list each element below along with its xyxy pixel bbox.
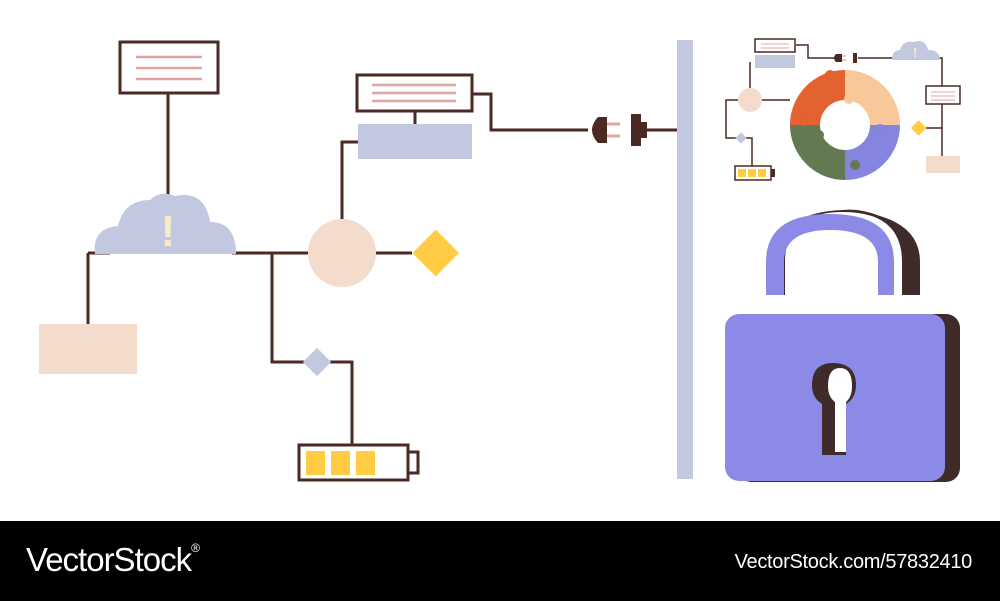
plug-icon — [592, 117, 620, 143]
image-url: VectorStock.com/57832410 — [734, 551, 973, 573]
placeholder-block — [39, 324, 137, 374]
keyhole-icon — [812, 363, 856, 455]
connector-line — [270, 253, 305, 364]
left-flowchart — [86, 92, 678, 445]
brand-logo: VectorStock® — [26, 541, 200, 579]
battery-cell — [306, 451, 325, 475]
alert-mark: ! — [913, 45, 917, 60]
cloud-alert-icon: ! — [94, 193, 236, 256]
connector-line — [472, 92, 588, 132]
puzzle-icon — [790, 70, 900, 180]
battery-cell — [356, 451, 375, 475]
registered-mark: ® — [191, 541, 200, 555]
note-box-middle — [355, 73, 474, 159]
diamond-icon — [412, 229, 460, 277]
note-box-top — [118, 40, 220, 95]
padlock-icon — [725, 209, 960, 482]
connector-line — [340, 140, 360, 220]
socket-icon — [631, 114, 647, 146]
divider-bar — [677, 40, 693, 479]
battery-cell — [331, 451, 350, 475]
network-security-illustration: ! — [39, 38, 961, 482]
brand-name: VectorStock — [26, 541, 192, 578]
node-circle — [308, 219, 376, 287]
diamond-icon — [302, 347, 332, 377]
alert-mark: ! — [161, 207, 176, 256]
battery-icon — [297, 443, 420, 482]
mini-flowchart: ! — [725, 38, 961, 181]
connector-line — [330, 360, 354, 445]
watermark-footer: VectorStock® VectorStock.com/57832410 — [0, 521, 1000, 601]
